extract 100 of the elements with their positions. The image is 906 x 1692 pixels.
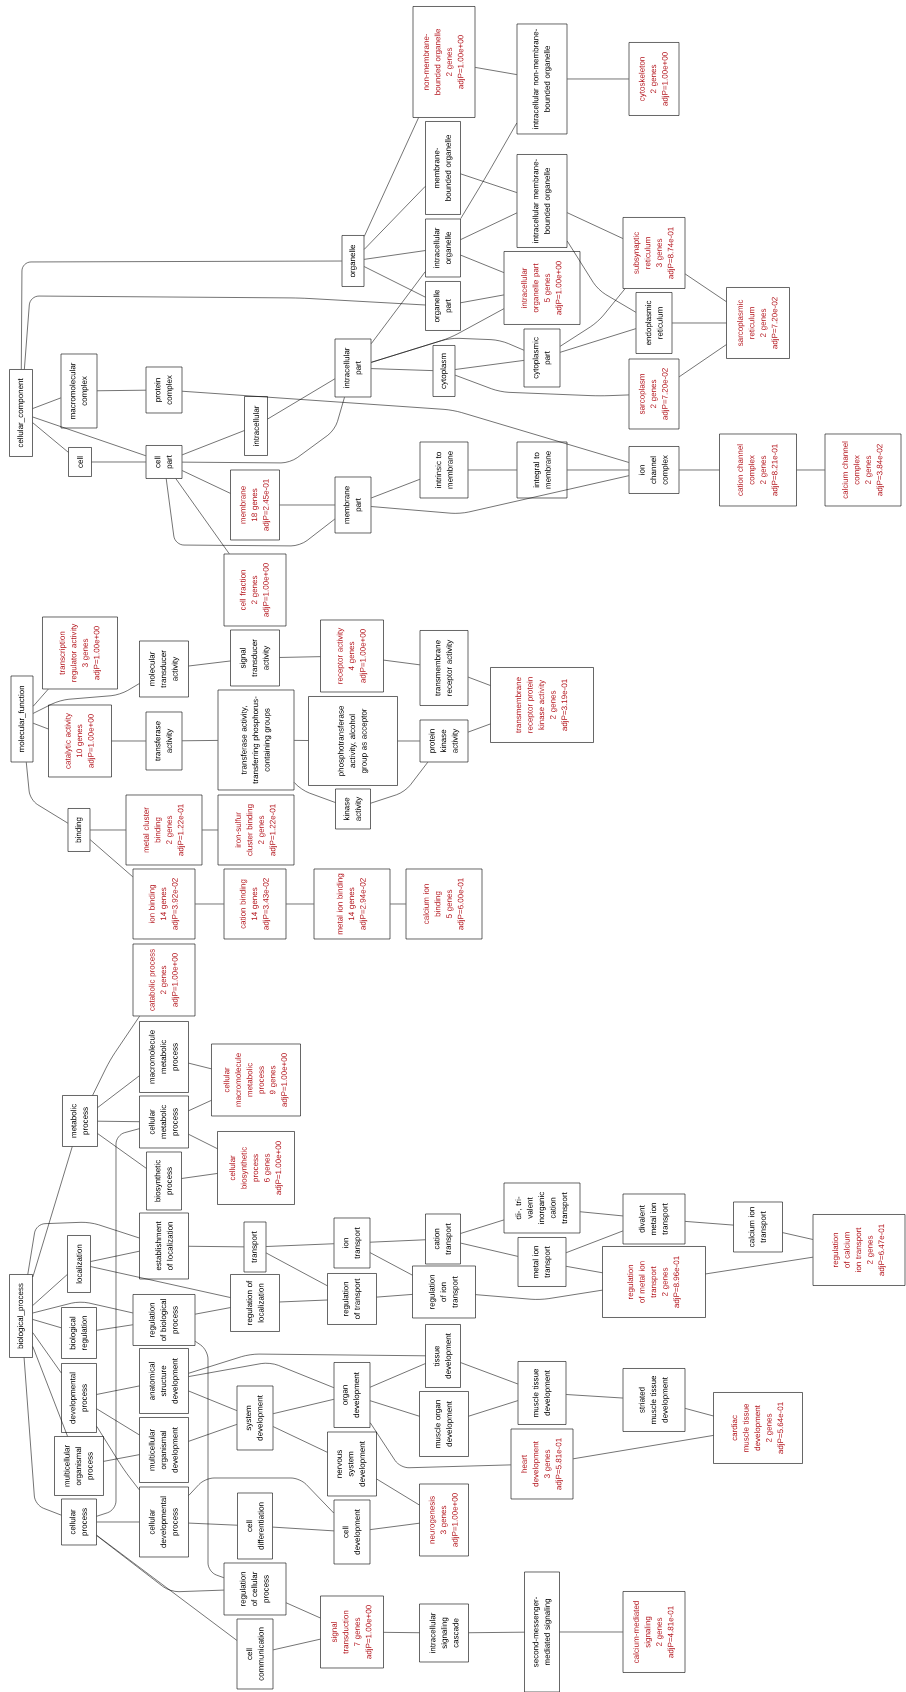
term-box: transcription regulator activity 3 genes adjP=1.00e+00 (42, 616, 118, 690)
term-box: molecular transducer activity (139, 640, 189, 698)
term-box: calcium ion transport (733, 1201, 783, 1253)
connector-line (679, 344, 727, 377)
term-box: establishment of localization (139, 1212, 189, 1280)
term-box: intrinsic to membrane (419, 441, 469, 499)
connector-line (371, 475, 629, 514)
term-box: membrane-bounded organelle (425, 121, 461, 215)
term-box: catalytic activity 10 genes adjP=1.00e+00 (48, 704, 112, 778)
connector-line (580, 1211, 623, 1217)
connector-line (705, 1256, 813, 1275)
term-box: localization (67, 1235, 91, 1293)
connector-line (371, 271, 426, 344)
connector-line (475, 1289, 603, 1300)
connector-line (573, 1435, 714, 1460)
term-box: metabolic process (62, 1095, 98, 1147)
connector-line (182, 470, 231, 494)
connector-line (96, 1521, 140, 1523)
term-box: cation transport (425, 1213, 461, 1265)
connector-line (33, 723, 49, 730)
connector-line (90, 1266, 231, 1298)
connector-line (679, 469, 720, 471)
term-box: nervous system development (327, 1431, 377, 1497)
term-box: multicellular organismal development (139, 1417, 189, 1483)
connector-line (672, 322, 727, 324)
connector-line (188, 1477, 334, 1514)
connector-line (279, 1299, 328, 1303)
connector-line (33, 683, 140, 714)
connector-line (279, 504, 335, 506)
connector-line (103, 1454, 140, 1462)
term-box: binding (67, 808, 91, 852)
term-box: cellular_component (9, 369, 33, 457)
connector-line (32, 397, 61, 409)
term-box: cation binding 14 genes adjP=3.43e-02 (223, 868, 287, 940)
connector-line (468, 723, 491, 733)
term-box: protein kinase activity (419, 719, 469, 763)
connector-line (32, 1301, 133, 1314)
term-box: calcium ion binding 5 genes adjP=6.00e-01 (405, 868, 483, 940)
term-box: intracellular signaling cascade (419, 1603, 469, 1663)
connector-line (32, 1346, 68, 1437)
connector-line (397, 740, 420, 742)
connector-line (371, 368, 433, 371)
term-box: intracellular part (334, 338, 372, 398)
connector-line (685, 1408, 714, 1417)
connector-line (96, 1324, 133, 1331)
connector-line (90, 829, 126, 831)
connector-line (182, 397, 345, 464)
connector-line (26, 762, 68, 824)
connector-line (364, 186, 426, 250)
connector-line (182, 740, 218, 742)
term-box: membrane part (334, 476, 372, 534)
term-box: regulation of localization (230, 1274, 280, 1332)
term-box: cell part (145, 445, 183, 479)
connector-line (460, 212, 517, 240)
connector-line (188, 660, 231, 667)
term-box: sarcoplasm 2 genes adjP=7.20e-02 (628, 358, 680, 430)
connector-line (370, 1522, 420, 1530)
term-box: transferase activity (145, 711, 183, 771)
term-box: tissue development (425, 1324, 461, 1388)
connector-line (383, 659, 420, 666)
connector-line (468, 1400, 518, 1417)
term-box: neurogenesis 3 genes adjP=1.00e+00 (419, 1483, 469, 1557)
connector-line (97, 1120, 140, 1122)
term-box: kinase activity (335, 788, 371, 830)
term-box: regulation of transport (327, 1273, 377, 1325)
connector-line (21, 260, 342, 370)
connector-line (371, 338, 524, 363)
term-box: muscle organ development (419, 1391, 469, 1457)
connector-line (195, 903, 224, 905)
term-box: phosphotransferase activity, alcohol group as acceptor (308, 696, 398, 786)
term-box: organelle part (425, 281, 461, 331)
connector-line (96, 1535, 237, 1641)
connector-line (266, 1252, 328, 1286)
term-box: ion channel complex (628, 446, 680, 494)
term-box: cytoskeleton 2 genes adjP=1.00e+00 (628, 42, 680, 116)
connector-line (182, 430, 245, 456)
term-box: molecular_function (10, 675, 34, 763)
connector-line (279, 656, 321, 658)
connector-line (468, 469, 517, 471)
term-box: non-membrane-bounded organelle 2 genes adjP=1.00e+00 (412, 6, 476, 118)
connector-line (188, 1134, 218, 1149)
connector-line (460, 122, 517, 219)
connector-line (560, 288, 626, 347)
connector-line (460, 254, 504, 273)
connector-line (188, 1522, 238, 1526)
term-box: regulation of calcium ion transport 2 genes adjP=6.47e-01 (812, 1214, 906, 1286)
term-box: regulation of biological process (132, 1294, 196, 1346)
term-box: ion binding 14 genes adjP=3.92e-02 (132, 868, 196, 940)
connector-line (566, 1266, 603, 1273)
connector-line (370, 1239, 426, 1243)
term-box: cardiac muscle tissue development 2 genes adjP=5.64e-01 (713, 1392, 803, 1464)
term-box: intracellular organelle (425, 218, 461, 278)
connector-line (370, 1252, 413, 1276)
connector-line (286, 1602, 321, 1619)
term-box: cellular biosynthetic process 6 genes adjP=1.00e+00 (217, 1131, 295, 1205)
connector-line (32, 1319, 62, 1329)
connector-line (364, 250, 426, 260)
term-box: integral to membrane (516, 441, 568, 499)
term-box: metal ion binding 14 genes adjP=2.94e-02 (313, 868, 391, 940)
connector-line (273, 1399, 334, 1414)
